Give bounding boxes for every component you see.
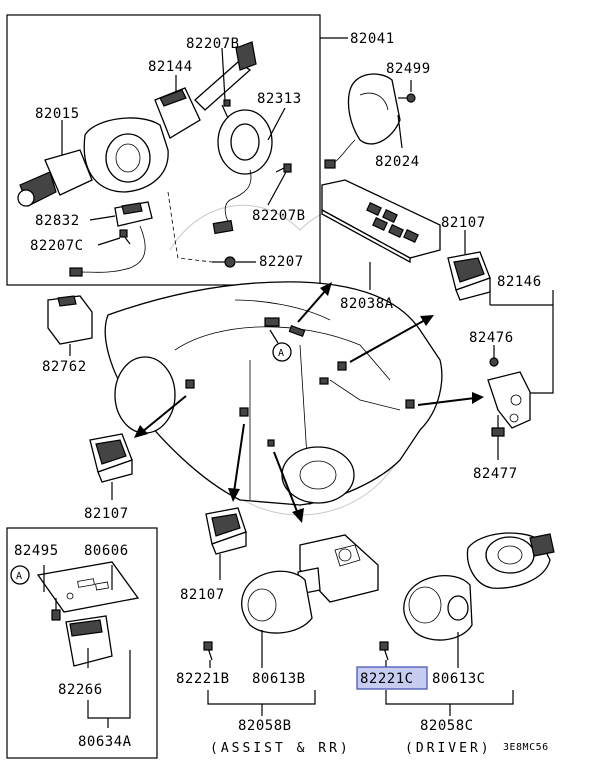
- label-82221C[interactable]: 82221C: [360, 671, 414, 687]
- screw-82207B-bottom[interactable]: [275, 163, 292, 173]
- label-82207C: 82207C: [30, 238, 84, 254]
- label-82146: 82146: [497, 274, 542, 290]
- diagram-code: 3E8MC56: [503, 742, 549, 753]
- screw-82499[interactable]: [398, 80, 416, 103]
- master-window-switch-82038A[interactable]: [321, 179, 441, 290]
- switch-82266[interactable]: [65, 615, 113, 667]
- power-window-switch-82107-left[interactable]: [89, 433, 133, 500]
- label-82107-mid: 82107: [180, 587, 225, 603]
- label-80613B: 80613B: [252, 671, 306, 687]
- label-82024: 82024: [375, 154, 420, 170]
- label-80613C: 80613C: [432, 671, 486, 687]
- label-82058C: 82058C: [420, 718, 474, 734]
- power-window-switch-82107-right[interactable]: [447, 230, 491, 301]
- label-82762: 82762: [42, 359, 87, 375]
- clock-spring-part[interactable]: [212, 109, 273, 235]
- screw-82207B-top[interactable]: [221, 99, 231, 119]
- ref-marker-A-inset-text: A: [16, 571, 23, 582]
- label-82107-left: 82107: [84, 506, 129, 522]
- label-80606: 80606: [84, 543, 129, 559]
- label-82015: 82015: [35, 106, 80, 122]
- bracket-part[interactable]: [487, 371, 531, 429]
- highlight-82221C: [356, 666, 428, 690]
- combination-switch-body-part[interactable]: [17, 117, 169, 207]
- column-switch-group: [6, 14, 348, 286]
- label-82313: 82313: [257, 91, 302, 107]
- power-window-switch-82107-mid[interactable]: [205, 507, 247, 580]
- caption-assist-rr: (ASSIST & RR): [210, 741, 351, 756]
- bracket-80606[interactable]: [36, 561, 140, 613]
- label-82144: 82144: [148, 59, 193, 75]
- label-82477: 82477: [473, 466, 518, 482]
- vehicle-body-outline: [104, 281, 443, 506]
- nut-82476[interactable]: [489, 345, 499, 367]
- ref-marker-A-inset: A: [10, 565, 30, 585]
- label-82832: 82832: [35, 213, 80, 229]
- label-82495: 82495: [14, 543, 59, 559]
- label-82266: 82266: [58, 682, 103, 698]
- label-82476: 82476: [469, 330, 514, 346]
- ref-marker-A-car-text: A: [278, 348, 285, 359]
- label-82499: 82499: [386, 61, 431, 77]
- switch-cover-80613B[interactable]: [241, 570, 313, 668]
- caption-driver: (DRIVER): [405, 741, 492, 756]
- column-switch-frame: [6, 14, 321, 286]
- label-80634A: 80634A: [78, 734, 132, 750]
- label-82038A: 82038A: [340, 296, 394, 312]
- driver-switch-assembly[interactable]: [466, 532, 555, 589]
- screw-82495[interactable]: [51, 598, 61, 621]
- ref-marker-A-car: A: [269, 329, 292, 362]
- inset-box-A: A: [6, 527, 158, 759]
- inset-box-A-frame: [6, 527, 158, 759]
- label-82107-right: 82107: [441, 215, 486, 231]
- arrows: [134, 282, 484, 523]
- label-82058B: 82058B: [238, 718, 292, 734]
- switch-cover-80613C[interactable]: [403, 575, 473, 668]
- label-82207B-bottom: 82207B: [252, 208, 306, 224]
- labels: 82041 82207B 82144 82313 82015 82832 822…: [14, 31, 549, 756]
- relay-82762[interactable]: [47, 295, 93, 356]
- assist-switch-assembly[interactable]: [297, 534, 379, 603]
- window-switch-bezel-82024[interactable]: [324, 73, 403, 169]
- screw-82207C[interactable]: [119, 229, 131, 245]
- screw-82207[interactable]: [212, 256, 236, 268]
- label-82221B: 82221B: [176, 671, 230, 687]
- bolt-82477[interactable]: [491, 415, 505, 460]
- screw-82221C[interactable]: [379, 641, 389, 668]
- bracket-82146-group: [487, 290, 554, 460]
- label-82207B-top: 82207B: [186, 36, 240, 52]
- label-82041: 82041: [350, 31, 395, 47]
- screw-82221B[interactable]: [203, 641, 213, 668]
- label-82207: 82207: [259, 254, 304, 270]
- connector-82832-part[interactable]: [69, 201, 153, 277]
